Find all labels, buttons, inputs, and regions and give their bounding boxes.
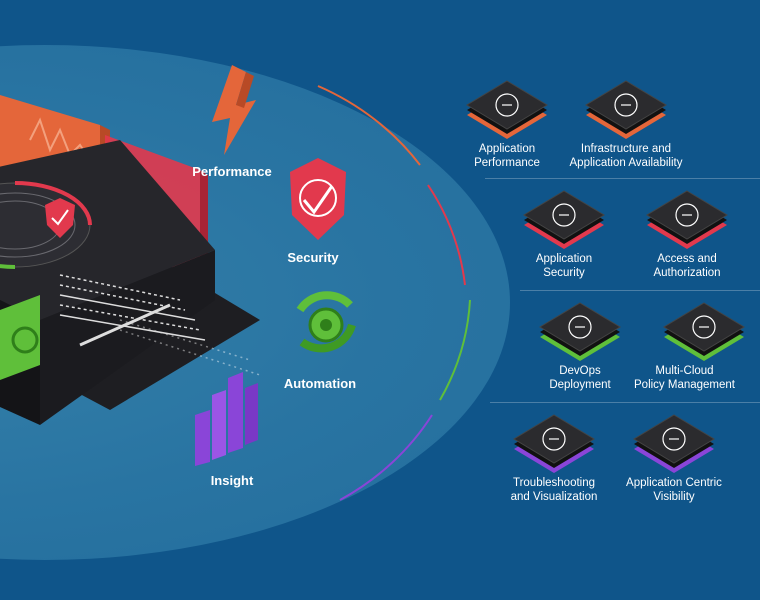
capability-line1: Multi-Cloud [655,365,714,377]
capability-label-access-authorization: Access and Authorization [612,252,760,280]
capability-tiles [466,80,745,473]
capability-line2: and Visualization [510,491,598,503]
magnifier-report-icon [542,427,566,451]
pillar-label-performance: Performance [192,164,272,179]
row-divider [485,178,760,179]
capability-label-multi-cloud-policy: Multi-Cloud Policy Management [609,364,760,392]
gear-cycle-icon [296,291,356,353]
capability-label-application-performance: Application Performance [432,142,582,170]
shield-check-icon [290,158,346,240]
capability-line1: Access and [657,253,717,265]
capability-line2: Application Availability [569,157,683,169]
capability-line2: Visibility [653,491,695,503]
capability-line2: Deployment [549,379,611,391]
connector-arcs [317,85,471,501]
platform-base [0,140,260,425]
cloud-flow-icon [568,315,592,339]
magnifier-report-tile [513,414,595,473]
lightning-icon [212,65,256,155]
pillar-label-insight: Insight [210,473,254,488]
pillar-label-security: Security [287,250,339,265]
capability-label-visibility: Application Centric Visibility [599,476,749,504]
capability-label-troubleshooting: Troubleshooting and Visualization [479,476,629,504]
row-divider [490,402,760,403]
automation-panel [0,295,40,380]
capability-line2: Policy Management [634,379,735,391]
capability-line1: DevOps [559,365,601,377]
app-window-icon [614,93,638,117]
capability-line1: Application Centric [626,477,722,489]
capability-line1: Troubleshooting [512,477,596,489]
users-icon [675,203,699,227]
radar-icon [662,427,686,451]
capability-line2: Authorization [653,267,721,279]
shield-tile [523,190,605,249]
capability-line1: Infrastructure and [580,143,672,155]
data-lines [59,274,261,376]
capability-line2: Security [543,267,585,279]
radar-tile [633,414,715,473]
capability-label-devops-deployment: DevOps Deployment [505,364,655,392]
app-window-tile [585,80,667,139]
shield-badge [45,198,75,238]
row-divider [520,290,760,291]
gauge-tile [466,80,548,139]
capability-label-infrastructure-availability: Infrastructure and Application Availabil… [551,142,701,170]
users-tile [646,190,728,249]
capability-line2: Performance [474,157,540,169]
cloud-gear-tile [663,302,745,361]
cloud-gear-icon [692,315,716,339]
capability-line1: Application [478,143,536,155]
capability-line1: Application [535,253,593,265]
shield-icon [552,203,576,227]
pillar-label-automation: Automation [283,376,357,391]
bar-chart-icon [195,372,258,466]
capability-label-application-security: Application Security [489,252,639,280]
cloud-flow-tile [539,302,621,361]
gauge-icon [495,93,519,117]
